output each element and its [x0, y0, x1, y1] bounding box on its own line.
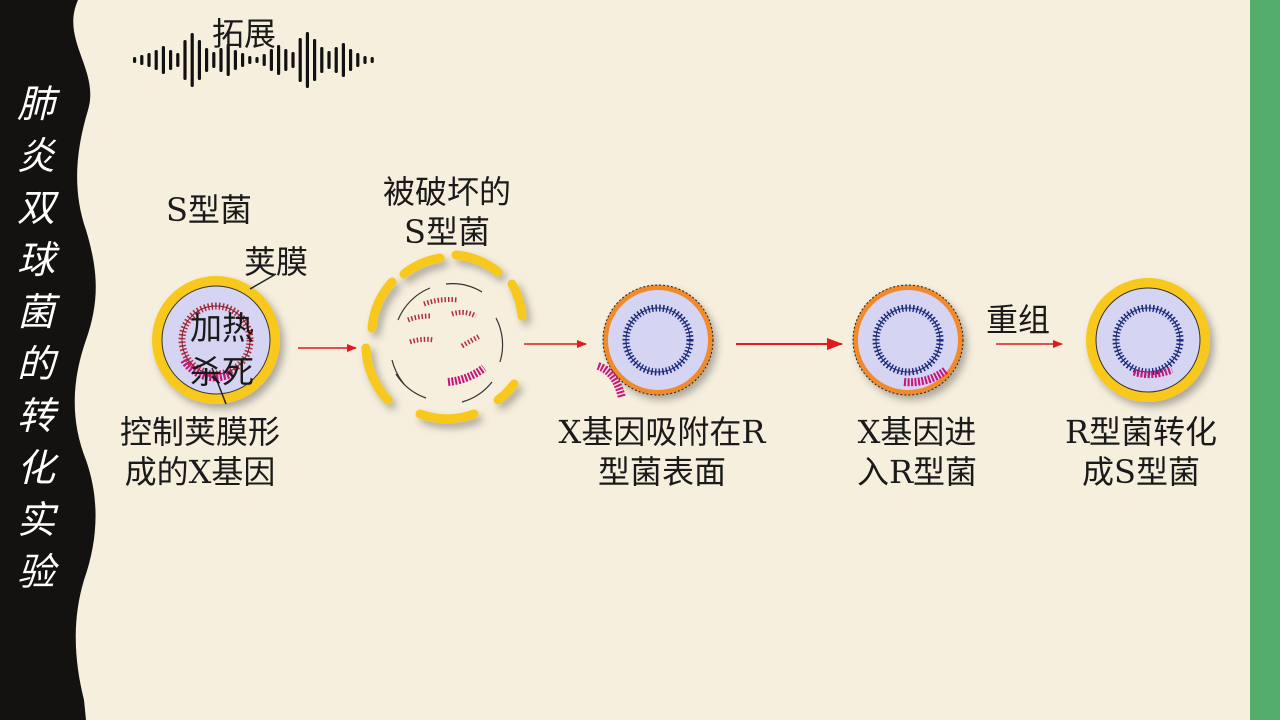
label-destroyed-s: 被破坏的 S型菌	[382, 173, 511, 251]
label-recombine: 重组	[986, 301, 1051, 339]
header-tag: 拓展	[212, 15, 277, 53]
transformed-s-bacterium	[1086, 278, 1210, 402]
s-bacterium-cell	[152, 276, 280, 404]
sidebar-band	[0, 0, 96, 720]
label-capsule: 荚膜	[244, 243, 309, 281]
label-x-enter: X基因进 入R型菌	[856, 413, 978, 491]
capsule-pointer	[249, 273, 277, 290]
label-x-adsorb: X基因吸附在R 型菌表面	[558, 413, 766, 491]
label-heat-kill: 加热 杀死	[190, 309, 255, 391]
destroyed-s-bacterium	[361, 250, 527, 424]
r-bacterium-entered	[852, 284, 964, 396]
label-s-bacteria: S型菌	[166, 191, 252, 229]
transformation-diagram	[152, 250, 1210, 424]
vertical-title: 肺 炎 双 球 菌 的 转 化 实 验	[16, 82, 55, 594]
label-capsule-gene: 控制荚膜形 成的X基因	[119, 413, 280, 491]
gene-pointer	[211, 367, 227, 405]
label-r-to-s: R型菌转化 成S型菌	[1064, 413, 1218, 491]
soundwave-icon	[133, 32, 374, 88]
r-bacterium-adsorb	[596, 284, 714, 400]
right-accent-strip	[1250, 0, 1280, 720]
